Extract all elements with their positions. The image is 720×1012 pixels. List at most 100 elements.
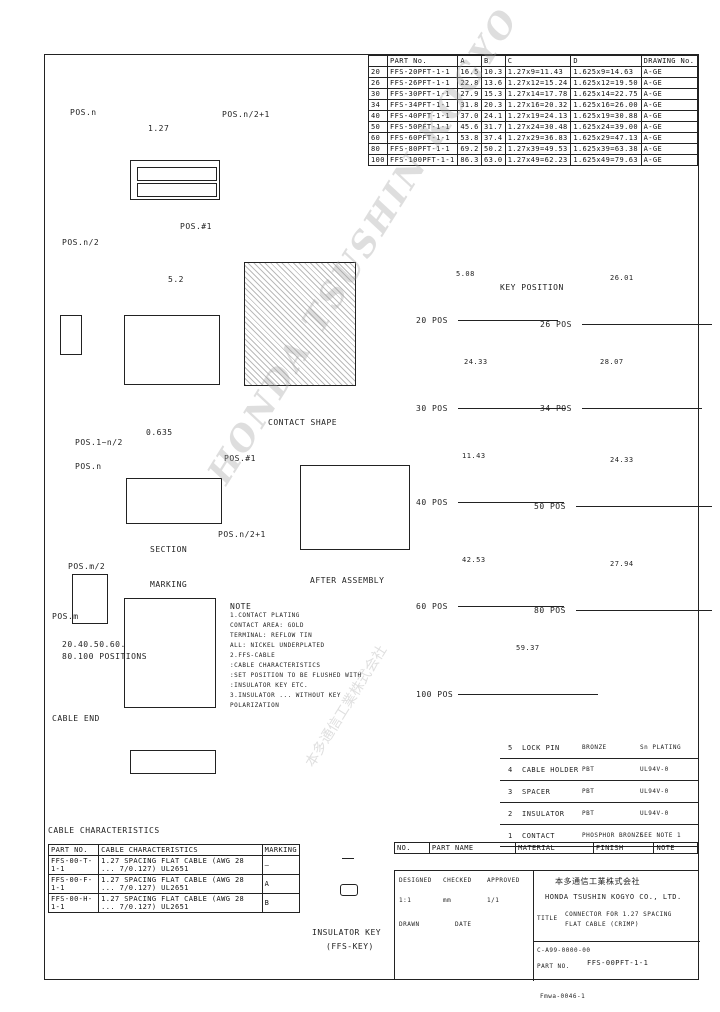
pad-layout-line: [582, 408, 702, 409]
note-line: :SET POSITION TO BE FLUSHED WITH: [230, 672, 362, 679]
parts-table-cell: A-GE: [640, 66, 699, 78]
rev-row-material: BRONZE: [582, 744, 607, 751]
parts-table-cell: 1.27x39=49.53: [504, 143, 572, 155]
rev-row-material: PBT: [582, 766, 595, 773]
parts-table-cell: A-GE: [640, 99, 699, 111]
parts-table-cell: 1.27x9=11.43: [504, 66, 572, 78]
label-after-assembly: AFTER ASSEMBLY: [310, 576, 385, 585]
parts-table-cell: 86.3: [457, 154, 482, 166]
rev-row-divider: [500, 824, 698, 825]
parts-table-cell: 69.2: [457, 143, 482, 155]
parts-table-cell: 1.625x19=30.88: [570, 110, 642, 122]
parts-table-cell: 31.7: [481, 121, 506, 133]
note-line: ALL: NICKEL UNDERPLATED: [230, 642, 325, 649]
insulator-key-line1: INSULATOR KEY: [312, 928, 382, 937]
insulator-key-line2: (FFS-KEY): [326, 942, 374, 951]
rev-row-divider: [500, 802, 698, 803]
parts-table-cell: 50: [367, 121, 389, 133]
parts-table-cell: A-GE: [640, 121, 699, 133]
label-pos-n2-1: POS.n/2+1: [222, 110, 270, 119]
parts-table-cell: A-GE: [640, 132, 699, 144]
top-view-connector: [130, 160, 220, 200]
parts-table-cell: 31.8: [457, 99, 482, 111]
title-cell: CHECKED: [443, 877, 472, 884]
pad-layout-line: [576, 506, 712, 507]
label-pos-n-mid: POS.n: [75, 462, 102, 471]
company-en: HONDA TSUSHIN KOGYO CO., LTD.: [545, 893, 682, 901]
title-line2: FLAT CABLE (CRIMP): [565, 921, 640, 928]
rev-row-number: 5: [508, 744, 513, 752]
note-line: POLARIZATION: [230, 702, 280, 709]
parts-table-cell: 1.27x14=17.78: [504, 88, 572, 100]
parts-table-cell: 63.0: [481, 154, 506, 166]
parts-table-cell: A-GE: [640, 77, 699, 89]
cable-header-cell: MARKING: [261, 844, 301, 856]
rev-row-divider: [500, 780, 698, 781]
pad-layout-dim: 26.01: [610, 274, 634, 282]
parts-table-cell: 1.625x12=19.50: [570, 77, 642, 89]
parts-table-cell: 37.4: [481, 132, 506, 144]
dim-5: 5.2: [168, 275, 184, 284]
rev-row-number: 3: [508, 788, 513, 796]
label-n80: 80.100 POSITIONS: [62, 652, 148, 661]
after-assembly-view: [300, 465, 410, 550]
parts-table-cell: 1.27x29=36.83: [504, 132, 572, 144]
marking-view: [124, 598, 216, 708]
parts-table-cell: 100: [367, 154, 389, 166]
rev-header-cell: MATERIAL: [515, 842, 594, 854]
parts-table-cell: A-GE: [640, 110, 699, 122]
pad-layout-line: [458, 408, 566, 409]
label-key-position: KEY POSITION: [500, 283, 564, 292]
rev-header-cell: PART NAME: [428, 842, 517, 854]
pad-layout-dim: 24.33: [610, 456, 634, 464]
rev-row-item: SPACER: [522, 788, 551, 796]
parts-table-cell: 24.1: [481, 110, 506, 122]
cross-section-view: [244, 262, 356, 386]
dim-127: 1.27: [148, 124, 170, 133]
insulator-key-shape: [342, 858, 354, 863]
parts-table-cell: 1.27x12=15.24: [504, 77, 572, 89]
pad-layout-label: 50 POS: [534, 502, 566, 511]
note-line: 2.FFS-CABLE: [230, 652, 276, 659]
rev-row-material: PBT: [582, 810, 595, 817]
label-n20: 20.40.50.60.: [62, 640, 126, 649]
label-marking: MARKING: [150, 580, 188, 589]
parts-table-cell: 80: [367, 143, 389, 155]
rev-row-number: 2: [508, 810, 513, 818]
note-line: TERMINAL: REFLOW TIN: [230, 632, 313, 639]
title-divider: [533, 941, 700, 942]
pad-layout-label: 80 POS: [534, 606, 566, 615]
cable-table-cell: FFS-00-F-1-1: [47, 874, 100, 894]
part-no-label: PART NO.: [537, 963, 570, 970]
parts-table-cell: 1.625x39=63.38: [570, 143, 642, 155]
label-pos-1n2: POS.1~n/2: [75, 438, 123, 447]
label-pos-1-mid: POS.#1: [224, 454, 256, 463]
label-cable-end: CABLE END: [52, 714, 100, 723]
pad-layout-dim: 28.07: [600, 358, 624, 366]
parts-table-cell: 34: [367, 99, 389, 111]
cable-table-cell: A: [261, 874, 301, 894]
rev-header-cell: NO.: [394, 842, 430, 854]
rev-row-material: PHOSPHOR BRONZE: [582, 832, 644, 839]
drawing-frame: [44, 54, 699, 980]
title-block-left: DESIGNED CHECKED APPROVED 1:1 mm 1/1 DRA…: [395, 871, 534, 981]
parts-table-cell: 26: [367, 77, 389, 89]
parts-table-cell: 20.3: [481, 99, 506, 111]
pad-layout-label: 40 POS: [416, 498, 448, 507]
parts-table-cell: 1.625x49=79.63: [570, 154, 642, 166]
parts-table-cell: 1.625x16=26.00: [570, 99, 642, 111]
footer-code: Fmwa-0046-1: [540, 993, 586, 1000]
header-cell: D: [570, 55, 642, 67]
parts-table-cell: A-GE: [640, 88, 699, 100]
insulator-key-shape: [340, 884, 358, 896]
notes-title: NOTE: [230, 602, 252, 611]
cable-table-cell: 1.27 SPACING FLAT CABLE (AWG 28 ... 7/0.…: [98, 855, 263, 875]
title-block: DESIGNED CHECKED APPROVED 1:1 mm 1/1 DRA…: [394, 870, 700, 981]
